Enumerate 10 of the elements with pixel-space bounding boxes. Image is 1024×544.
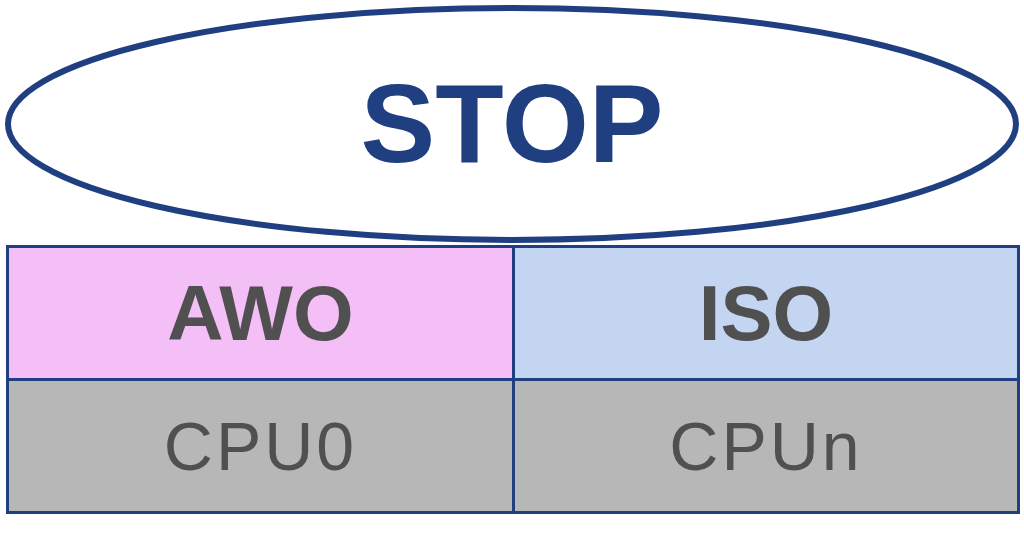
cpu-label: CPUn (669, 412, 863, 480)
cpu-label: CPU0 (163, 412, 358, 480)
table-cell (6, 245, 515, 381)
cluster-label: ISO (698, 274, 834, 352)
table-cell (512, 245, 1020, 381)
table-cell (6, 378, 515, 514)
state-ellipse (4, 4, 1020, 244)
table-cell (512, 378, 1020, 514)
state-title: STOP (360, 68, 664, 180)
cluster-label: AWO (167, 274, 354, 352)
